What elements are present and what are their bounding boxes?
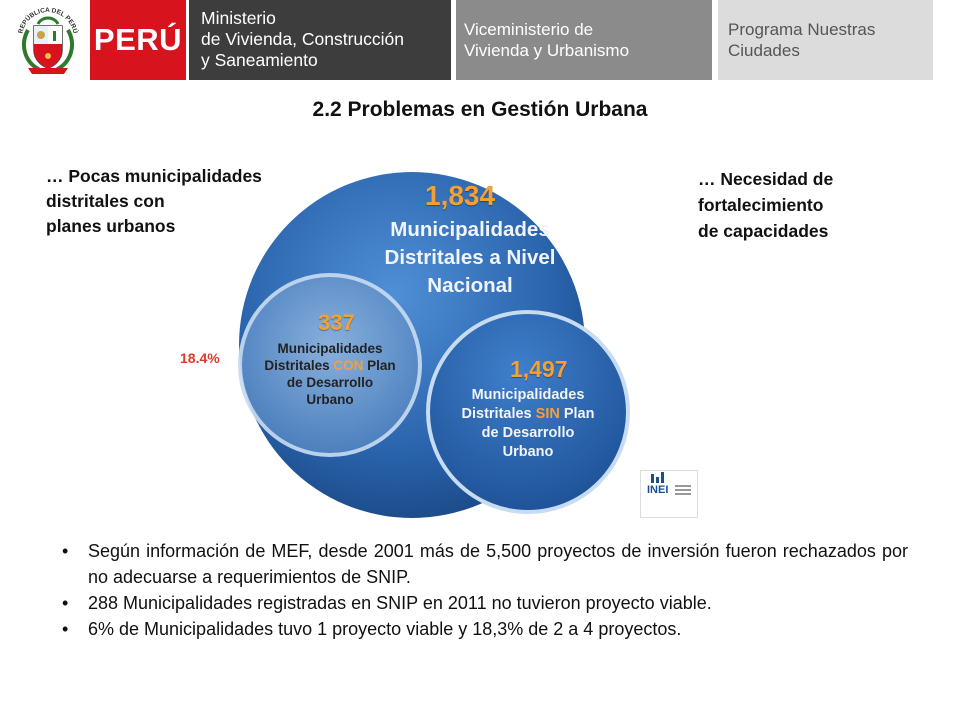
with-plan-label: Municipalidades Distritales CON Plan de …	[260, 340, 400, 408]
with-plan-line-2-post: Plan	[363, 358, 396, 373]
list-item: • 288 Municipalidades registradas en SNIP…	[62, 590, 908, 616]
note-left-line-3: planes urbanos	[46, 216, 176, 236]
note-left-line-2: distritales con	[46, 191, 165, 211]
program-line-1: Programa Nuestras	[728, 20, 876, 39]
list-item: • Según información de MEF, desde 2001 má…	[62, 538, 908, 590]
inei-logo-icon: INEI	[640, 470, 698, 518]
municipalities-circles	[238, 172, 630, 518]
slide-title: 2.2 Problemas en Gestión Urbana	[312, 98, 648, 121]
with-plan-percent: 18.4%	[180, 350, 220, 366]
findings-list: • Según información de MEF, desde 2001 má…	[62, 538, 908, 642]
without-plan-line-2-pre: Distritales	[461, 406, 536, 422]
ministry-line-2: de Vivienda, Construcción	[201, 29, 404, 49]
without-plan-line-2-post: Plan	[559, 406, 595, 422]
without-plan-label: Municipalidades Distritales SIN Plan de …	[458, 386, 598, 462]
note-right-line-3: de capacidades	[698, 221, 829, 241]
inei-word: INEI	[647, 484, 669, 496]
bullet-icon: •	[62, 619, 69, 639]
without-plan-highlight: SIN	[535, 406, 560, 422]
total-label-line-1: Municipalidades	[390, 218, 550, 241]
note-left: … Pocas municipalidades distritales con …	[46, 164, 262, 239]
peru-brand-block: PERÚ	[90, 0, 186, 80]
bullet-text-3: 6% de Municipalidades tuvo 1 proyecto vi…	[88, 619, 682, 639]
total-label-line-2: Distritales a Nivel	[384, 246, 556, 269]
with-plan-circle	[238, 273, 422, 457]
total-number: 1,834	[425, 180, 496, 211]
with-plan-number: 337	[318, 310, 355, 335]
list-item: • 6% de Municipalidades tuvo 1 proyecto v…	[62, 616, 908, 642]
without-plan-line-4: Urbano	[502, 444, 554, 460]
note-right: … Necesidad de fortalecimiento de capaci…	[698, 166, 833, 244]
without-plan-number: 1,497	[510, 356, 568, 382]
ministry-line-1: Ministerio	[201, 8, 276, 28]
program-block: Programa Nuestras Ciudades	[718, 0, 933, 80]
ministry-block: Ministerio de Vivienda, Construcción y S…	[189, 0, 451, 80]
bullet-icon: •	[62, 541, 69, 561]
program-line-2: Ciudades	[728, 41, 800, 60]
with-plan-line-2: Distritales CON Plan	[260, 357, 400, 374]
with-plan-line-1: Municipalidades	[277, 341, 383, 356]
note-right-line-2: fortalecimiento	[698, 195, 824, 215]
total-label-line-3: Nacional	[427, 274, 513, 297]
with-plan-line-2-pre: Distritales	[264, 358, 334, 373]
bullet-text-1: Según información de MEF, desde 2001 más…	[88, 541, 908, 587]
total-label: Municipalidades Distritales a Nivel Naci…	[360, 216, 580, 300]
bullet-icon: •	[62, 593, 69, 613]
without-plan-line-3: de Desarrollo	[481, 425, 575, 441]
viceministry-block: Viceministerio de Vivienda y Urbanismo	[456, 0, 712, 80]
note-right-line-1: … Necesidad de	[698, 169, 834, 189]
note-left-line-1: … Pocas municipalidades	[46, 166, 262, 186]
without-plan-line-2: Distritales SIN Plan	[458, 405, 598, 424]
with-plan-line-4: Urbano	[306, 392, 354, 407]
with-plan-highlight: CON	[333, 358, 364, 373]
vice-line-2: Vivienda y Urbanismo	[464, 41, 630, 60]
peru-coat-of-arms-icon: REPÚBLICA DEL PERÚ	[14, 4, 82, 78]
vice-line-1: Viceministerio de	[464, 20, 594, 39]
bullet-text-2: 288 Municipalidades registradas en SNIP …	[88, 593, 712, 613]
without-plan-line-1: Municipalidades	[471, 387, 585, 403]
with-plan-line-3: de Desarrollo	[286, 375, 374, 390]
without-plan-circle	[426, 310, 630, 514]
municipalities-diagram: 1,834 Municipalidades Distritales a Nive…	[170, 160, 710, 520]
ministry-line-3: y Saneamiento	[201, 50, 318, 70]
peru-label: PERÚ	[93, 22, 183, 57]
